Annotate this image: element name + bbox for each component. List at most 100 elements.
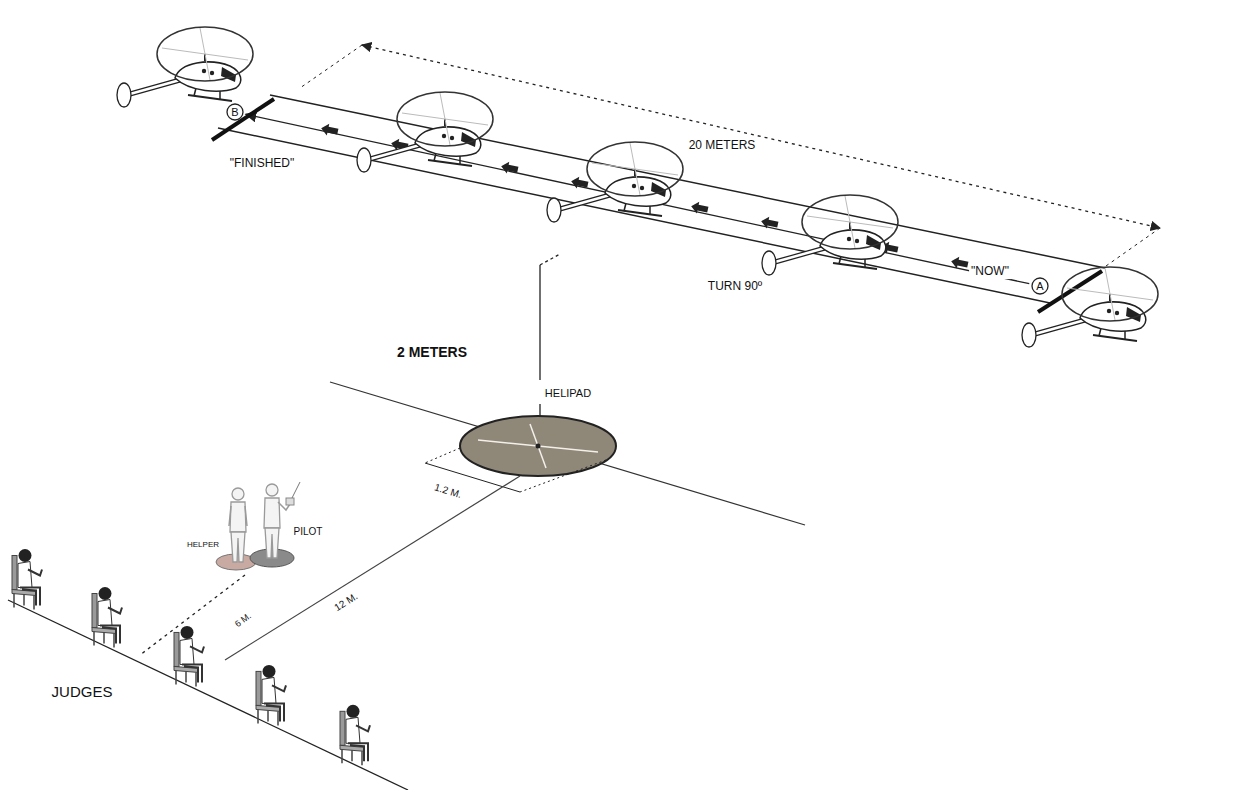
judge-figure: [340, 705, 370, 766]
dimension-label: 1.2 M.: [431, 481, 465, 501]
dimension-line: [362, 45, 1160, 228]
direction-arrow: [570, 175, 589, 190]
chair-legs: [14, 594, 34, 610]
rotor-disc: [802, 195, 898, 249]
extension-line: [1106, 228, 1160, 266]
helipad: [460, 416, 616, 476]
figure-head: [266, 484, 278, 496]
figure-legs: [265, 528, 279, 558]
judge-arm: [108, 608, 122, 614]
judge-head: [19, 549, 32, 562]
judge-arm: [28, 570, 42, 576]
transmitter: [286, 498, 294, 505]
direction-arrow-head: [950, 255, 969, 270]
height-line: [539, 265, 540, 380]
direction-arrow: [760, 215, 779, 230]
judge-body: [262, 677, 276, 703]
height-tick: [540, 254, 560, 265]
helipad-mark: [478, 440, 598, 452]
dimension-label: 20 METERS: [687, 139, 758, 153]
judge-figure: [92, 587, 122, 648]
part-label: HELPER: [185, 540, 221, 549]
cabin-window: [442, 134, 446, 138]
judge-figure: [12, 549, 42, 610]
part-label: HELIPAD: [543, 387, 593, 400]
chair-legs: [342, 749, 362, 765]
tail-boom: [775, 248, 825, 262]
dimension-label: 6 M.: [231, 609, 254, 630]
rotor-disc: [397, 92, 493, 146]
chair-legs: [258, 709, 278, 725]
judge-figure: [174, 626, 204, 687]
rotor-blade: [845, 196, 855, 248]
judge-body: [180, 638, 194, 664]
tail-boom: [560, 195, 610, 209]
helper-figure: [229, 488, 247, 562]
circle-outline: [227, 104, 243, 120]
direction-arrow-head: [690, 200, 709, 215]
callout-letter: A: [1031, 281, 1049, 292]
rotor-blade: [200, 28, 210, 80]
judge-body: [18, 562, 32, 588]
ground-line: [330, 382, 805, 525]
judge-arm: [190, 646, 204, 652]
figure-legs: [231, 532, 245, 562]
cabin-window: [632, 184, 636, 188]
chair-legs: [176, 670, 196, 686]
chair-back: [174, 632, 179, 666]
cabin-window: [202, 69, 206, 73]
callout-text: "NOW": [969, 265, 1011, 279]
cabin-window: [1107, 309, 1111, 313]
judge-head: [181, 626, 194, 639]
rotor-blade: [440, 93, 450, 145]
rotor-disc: [1062, 267, 1158, 321]
cabin-window: [847, 237, 851, 241]
direction-arrow: [320, 122, 339, 137]
chair-back: [92, 594, 97, 628]
tail-boom: [1035, 320, 1085, 334]
direction-arrow-head: [760, 215, 779, 230]
judge-head: [99, 587, 112, 600]
figure-head: [232, 488, 244, 500]
figure-body: [230, 502, 246, 532]
judge-arm: [272, 685, 286, 691]
circled-letter: A: [1031, 277, 1049, 295]
flight-direction-connector: [246, 114, 1029, 283]
chair-back: [340, 711, 345, 745]
cabin-window: [450, 136, 454, 140]
direction-arrow: [950, 255, 969, 270]
judge-legs: [182, 664, 202, 682]
path-edge-line: [270, 95, 1105, 268]
dimension-label: 2 METERS: [395, 344, 469, 360]
dimension-label: 12 M.: [331, 589, 362, 614]
rotor-disc: [157, 27, 253, 81]
callout-letter: B: [226, 107, 244, 118]
distance-line: [225, 476, 520, 660]
cabin-window: [640, 186, 644, 190]
extension-line: [520, 460, 606, 492]
helicopter: [357, 92, 493, 172]
judge-arm: [356, 725, 370, 731]
pilot-figure: [264, 482, 300, 558]
judge-body: [98, 600, 112, 626]
tail-boom: [130, 80, 180, 94]
tail-boom: [1035, 320, 1085, 334]
tail-rotor: [547, 198, 561, 222]
judges-line: [8, 600, 408, 790]
extension-line: [425, 448, 460, 463]
rotor-blade: [630, 143, 640, 195]
cabin-window: [210, 71, 214, 75]
judge-head: [263, 665, 276, 678]
cabin-window: [1115, 311, 1119, 315]
tail-boom: [370, 145, 420, 159]
finish-bar: [212, 99, 274, 140]
direction-arrow: [690, 200, 709, 215]
direction-arrow-head: [320, 122, 339, 137]
antenna: [292, 482, 300, 498]
judge-figure: [256, 665, 286, 726]
judge-legs: [100, 626, 120, 644]
judge-legs: [348, 743, 368, 761]
helicopter: [1022, 267, 1158, 347]
helicopter: [117, 27, 253, 107]
